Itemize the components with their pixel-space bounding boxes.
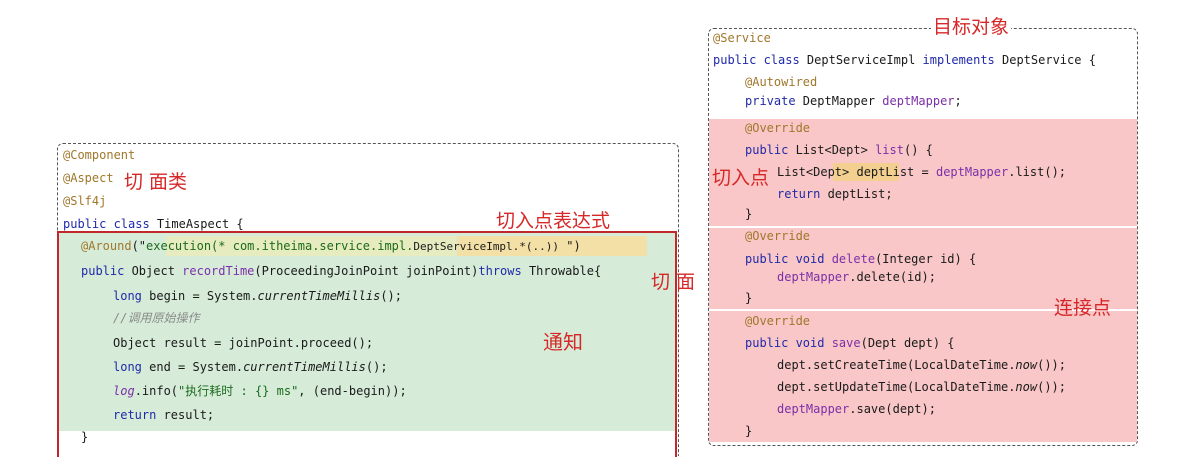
save-create-time-line: dept.setCreateTime(LocalDateTime.now()); xyxy=(777,358,1067,372)
begin-line: long begin = System.currentTimeMillis(); xyxy=(113,289,403,303)
save-close-brace: } xyxy=(745,424,753,438)
advice-region xyxy=(59,231,677,431)
method-close-brace: } xyxy=(81,430,89,444)
target-object-label: 目标对象 xyxy=(931,16,1012,38)
class-declaration: public class TimeAspect { xyxy=(63,217,244,231)
aspect-label: 切 面 xyxy=(651,271,696,293)
joinpoint-save-block xyxy=(709,311,1137,442)
override-delete: @Override xyxy=(745,229,811,243)
aspect-annotation: @Aspect xyxy=(63,171,114,185)
pointcut-label: 切入点 xyxy=(712,167,770,189)
join-point-label: 连接点 xyxy=(1054,297,1112,319)
target-object-frame xyxy=(708,28,1138,446)
target-class-declaration: public class DeptServiceImpl implements … xyxy=(713,53,1096,67)
list-close-brace: } xyxy=(745,207,753,221)
mapper-field: private DeptMapper deptMapper; xyxy=(745,94,962,108)
aspect-class-label: 切 面类 xyxy=(124,171,188,193)
delete-method-signature: public void delete(Integer id) { xyxy=(745,252,977,266)
save-method-signature: public void save(Dept dept) { xyxy=(745,336,955,350)
delete-method-body: deptMapper.delete(id); xyxy=(777,270,936,284)
save-update-time-line: dept.setUpdateTime(LocalDateTime.now()); xyxy=(777,380,1067,394)
around-annotation-line: @Around("execution(* com.itheima.service… xyxy=(81,239,581,253)
pointcut-expression-target-highlight xyxy=(457,236,647,256)
return-line: return result; xyxy=(113,408,215,422)
comment-line: //调用原始操作 xyxy=(113,311,200,325)
override-list: @Override xyxy=(745,121,811,135)
autowired-annotation: @Autowired xyxy=(745,75,818,89)
save-mapper-line: deptMapper.save(dept); xyxy=(777,402,936,416)
delete-close-brace: } xyxy=(745,291,753,305)
log-line: log.info("执行耗时 : {} ms", (end-begin)); xyxy=(113,384,407,398)
advice-label: 通知 xyxy=(543,330,583,354)
method-signature: public Object recordTime(ProceedingJoinP… xyxy=(81,264,602,278)
list-method-body: List<Dept> deptList = deptMapper.list(); xyxy=(777,165,1067,179)
pointcut-expression-highlight xyxy=(166,236,456,256)
slf4j-annotation: @Slf4j xyxy=(63,194,107,208)
pointcut-deptlist-highlight xyxy=(833,163,899,181)
override-save: @Override xyxy=(745,314,811,328)
joinpoint-delete-block xyxy=(709,228,1137,309)
joinpoint-list-block xyxy=(709,119,1137,226)
proceed-line: Object result = joinPoint.proceed(); xyxy=(113,336,374,350)
service-annotation: @Service xyxy=(713,31,771,45)
list-method-signature: public List<Dept> list() { xyxy=(745,143,933,157)
component-annotation: @Component xyxy=(63,148,136,162)
end-line: long end = System.currentTimeMillis(); xyxy=(113,360,388,374)
aspect-outline xyxy=(57,231,677,457)
list-method-return: return deptList; xyxy=(777,187,893,201)
pointcut-expression-label: 切入点表达式 xyxy=(496,210,611,232)
